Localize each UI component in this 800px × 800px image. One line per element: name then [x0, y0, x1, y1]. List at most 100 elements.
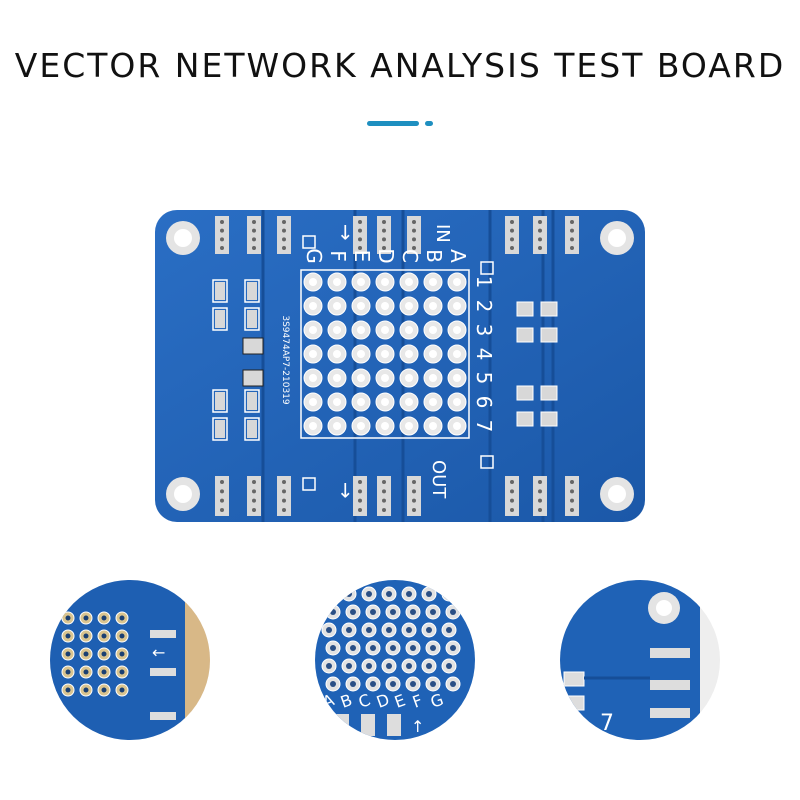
smd-pad-outline — [244, 279, 260, 303]
detail-arrow-glyph: ↑ — [411, 717, 424, 736]
hole-center — [333, 278, 341, 286]
detail-hole-center — [330, 609, 336, 615]
connector-pin — [382, 246, 386, 250]
hole-center — [429, 398, 437, 406]
connector-pin — [252, 480, 256, 484]
column-label-B: B — [422, 249, 446, 263]
hole-center — [309, 374, 317, 382]
connector-pin — [538, 480, 542, 484]
detail-grid-corner: ← — [50, 580, 210, 740]
connector-pin — [220, 498, 224, 503]
detail-hole-center — [326, 663, 332, 669]
detail-hole-center — [426, 591, 432, 597]
silk-marker — [480, 261, 494, 275]
connector-pin — [220, 246, 224, 250]
connector-pin — [282, 480, 286, 484]
detail-connector-pad — [335, 714, 349, 736]
row-label-4: 4 — [472, 348, 496, 361]
detail-hole-center — [426, 663, 432, 669]
edge-connector-pad — [407, 476, 421, 516]
smd-pad — [540, 301, 558, 317]
detail-connector-pad — [650, 708, 690, 718]
smd-pad — [540, 385, 558, 401]
silk-marker — [302, 477, 316, 491]
hole-center — [429, 302, 437, 310]
out-label: OUT — [428, 460, 449, 499]
hole-center — [429, 278, 437, 286]
detail-hole-center — [410, 609, 416, 615]
detail-hole-center — [370, 609, 376, 615]
detail-letter-G: G — [428, 690, 446, 712]
connector-pin — [282, 228, 286, 233]
mount-hole — [608, 485, 626, 503]
column-label-D: D — [374, 248, 398, 263]
detail-hole-center — [410, 645, 416, 651]
smd-pad — [516, 411, 534, 427]
edge-connector-pad — [377, 476, 391, 516]
connector-pin — [412, 228, 416, 233]
row-label-3: 3 — [472, 324, 496, 337]
connector-pin — [538, 498, 542, 503]
connector-pin — [220, 237, 224, 242]
smd-pad-outline — [212, 389, 228, 413]
connector-pin — [282, 508, 286, 512]
connector-pin — [252, 489, 256, 494]
edge-connector-pad — [277, 216, 291, 254]
hole-center — [429, 422, 437, 430]
hole-center — [429, 374, 437, 382]
detail-hole-center — [426, 627, 432, 633]
detail-hole-center — [370, 681, 376, 687]
hole-center — [453, 422, 461, 430]
hole-center — [309, 302, 317, 310]
hole-center — [381, 374, 389, 382]
connector-pin — [510, 508, 514, 512]
detail-hole-center — [346, 663, 352, 669]
detail-hole-center — [430, 681, 436, 687]
hole-center — [405, 374, 413, 382]
detail-connector-pad — [150, 712, 176, 720]
hole-center — [333, 398, 341, 406]
connector-pin — [382, 480, 386, 484]
smd-component — [242, 337, 264, 355]
detail-hole-center — [386, 591, 392, 597]
detail-hole-center — [406, 591, 412, 597]
connector-pin — [510, 237, 514, 242]
detail-hole-center — [366, 591, 372, 597]
detail-hole-center — [430, 645, 436, 651]
detail-connector-pad — [361, 714, 375, 736]
detail-hole-center — [65, 669, 71, 675]
detail-hole-center — [450, 645, 456, 651]
edge-connector-pad — [505, 476, 519, 516]
detail-row-number: 7 — [600, 711, 614, 736]
detail-hole-center — [119, 687, 125, 693]
row-label-2: 2 — [472, 300, 496, 313]
detail-connector-pad — [387, 714, 401, 736]
connector-pin — [510, 228, 514, 233]
connector-pin — [252, 508, 256, 512]
connector-pin — [382, 228, 386, 233]
hole-center — [357, 278, 365, 286]
row-label-5: 5 — [472, 372, 496, 385]
detail-hole-center — [119, 669, 125, 675]
edge-connector-pad — [353, 216, 367, 254]
hole-center — [429, 350, 437, 358]
hole-center — [453, 350, 461, 358]
connector-pin — [510, 480, 514, 484]
row-label-1: 1 — [472, 276, 496, 289]
detail-hole-center — [346, 591, 352, 597]
connector-pin — [510, 220, 514, 224]
hole-center — [381, 302, 389, 310]
connector-pin — [412, 508, 416, 512]
edge-connector-pad — [247, 216, 261, 254]
edge-connector-pad — [565, 476, 579, 516]
smd-pad-outline — [244, 389, 260, 413]
page-title: VECTOR NETWORK ANALYSIS TEST BOARD — [14, 46, 786, 85]
hole-center — [405, 278, 413, 286]
hole-center — [381, 326, 389, 334]
smd-pad — [516, 385, 534, 401]
connector-pin — [538, 246, 542, 250]
detail-hole-center — [101, 633, 107, 639]
hole-center — [309, 398, 317, 406]
silk-marker — [480, 455, 494, 469]
